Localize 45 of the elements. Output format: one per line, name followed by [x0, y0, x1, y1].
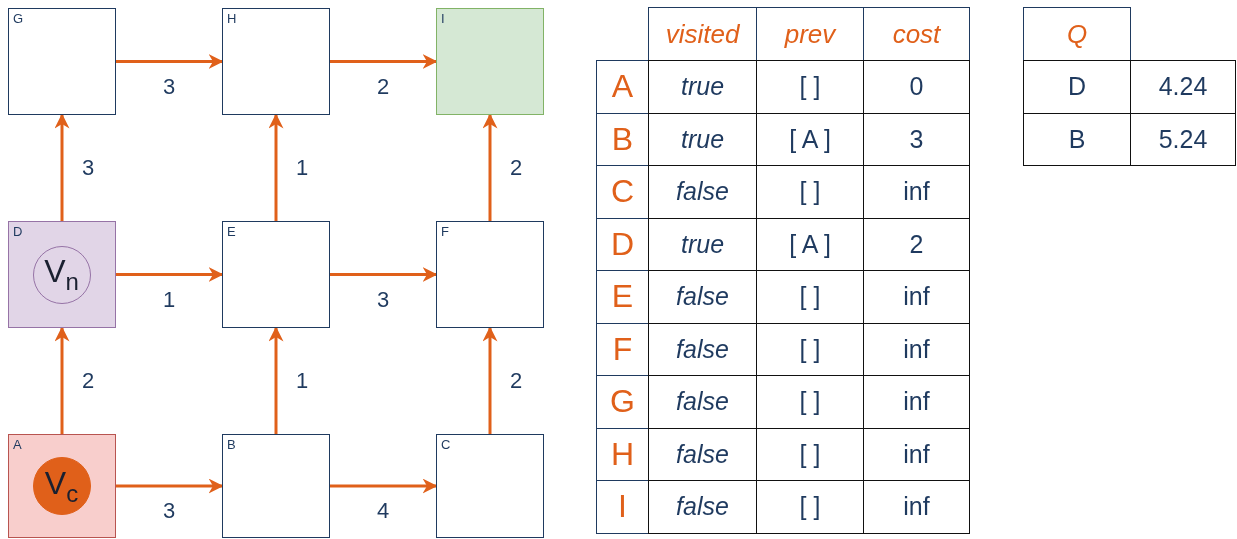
table-cell: 4.24 [1130, 60, 1236, 114]
arrow [116, 478, 224, 494]
node-label: D [13, 224, 23, 239]
node-label: H [227, 11, 237, 26]
node-label: G [13, 11, 24, 26]
node-box [222, 434, 330, 538]
arrow [330, 478, 438, 494]
table-cell: 0 [863, 60, 970, 114]
node-label: I [441, 11, 445, 26]
node-box [222, 221, 330, 328]
arrow [116, 267, 224, 282]
node-label: E [227, 224, 236, 239]
node-label: A [13, 437, 22, 452]
arrow [330, 54, 438, 69]
column-header: cost [863, 7, 970, 61]
arrow [330, 267, 438, 282]
table-cell: false [648, 480, 757, 534]
column-header: Q [1023, 7, 1131, 61]
node-label: C [441, 437, 451, 452]
node-box [8, 8, 116, 115]
arrow [268, 326, 284, 434]
column-header: visited [648, 7, 757, 61]
arrow [54, 113, 70, 221]
table-cell: D [1023, 60, 1131, 114]
node-label: F [441, 224, 449, 239]
row-label: I [596, 480, 649, 534]
table-cell: true [648, 60, 757, 114]
arrow [116, 54, 224, 69]
row-label: A [596, 60, 649, 114]
arrow [482, 113, 498, 221]
arrow [54, 326, 70, 434]
node-box [222, 8, 330, 115]
table-cell: B [1023, 112, 1131, 166]
arrow [482, 326, 498, 434]
node-box [436, 8, 544, 115]
node-box [436, 221, 544, 328]
node-box [436, 434, 544, 538]
vertex-label: V$_{n}$ [44, 253, 79, 296]
node-label: B [227, 437, 236, 452]
table-cell: 5.24 [1130, 112, 1236, 166]
vertex-label: V$_{c}$ [44, 464, 79, 508]
table-cell: inf [863, 480, 970, 534]
node-box [8, 434, 116, 538]
node-box [8, 221, 116, 328]
arrow [268, 113, 284, 221]
